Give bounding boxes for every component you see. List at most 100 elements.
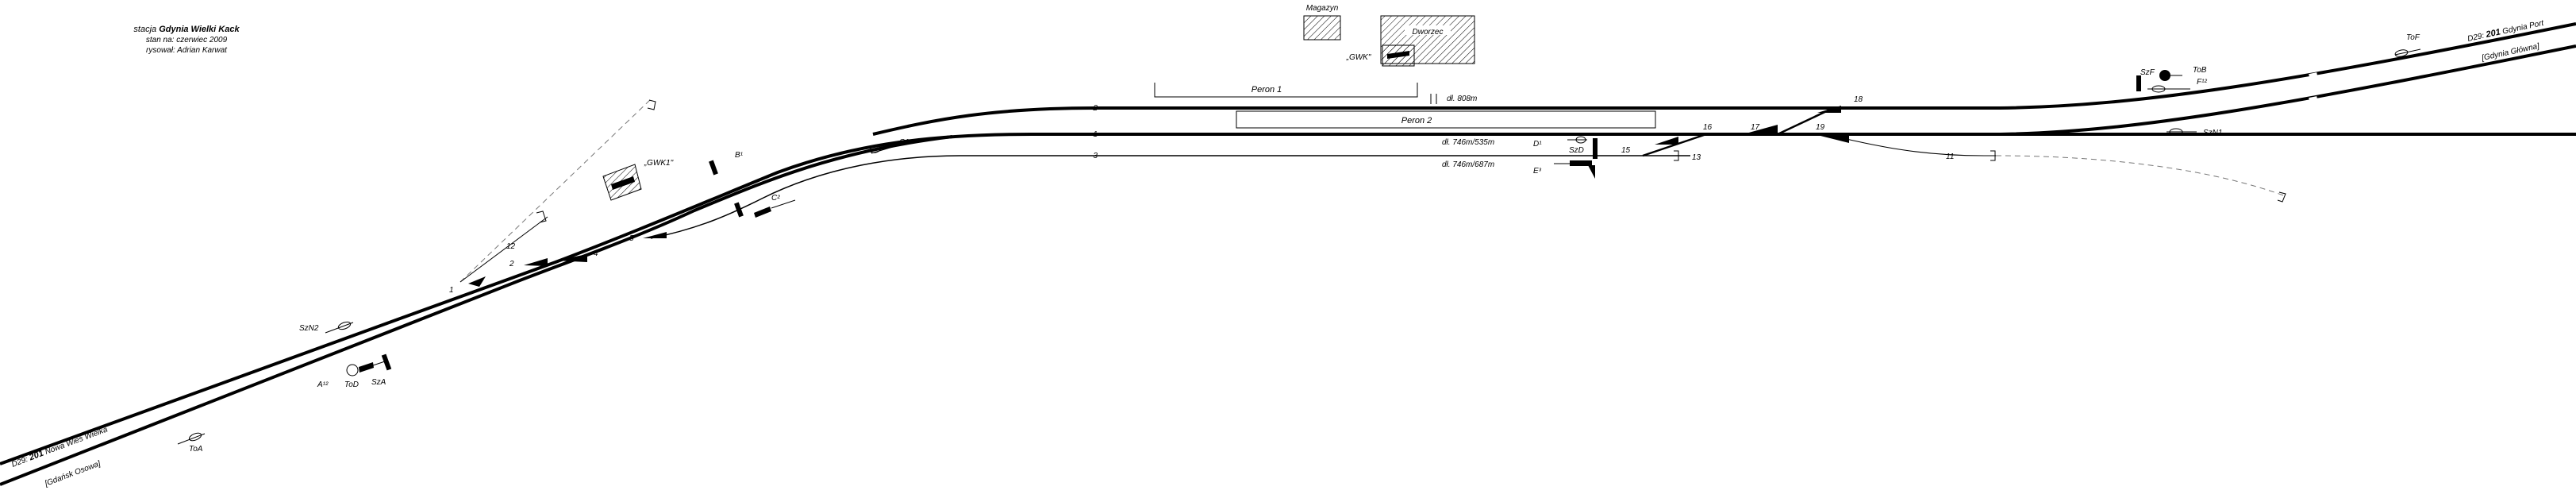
track-11-dashed: [1995, 155, 2286, 197]
signal-tof-label: ToF: [2406, 33, 2420, 42]
signal-c1-label: C1: [899, 138, 909, 147]
platform-1-label: Peron 1: [1251, 85, 1282, 95]
line-break-4: [2309, 96, 2318, 104]
signal-szn1-label: SzN1: [2203, 129, 2222, 137]
signal-szn2: SzN2: [299, 321, 354, 334]
switch-11: 11: [1946, 153, 1954, 161]
signal-f-label: F¹²: [2197, 78, 2207, 87]
track-11-dashed-buffer: [2277, 191, 2286, 203]
signal-szd-label: SzD: [1569, 146, 1584, 155]
signal-tof: ToF: [2394, 33, 2421, 57]
gwk1-signal-box: [611, 176, 635, 190]
signal-toa: ToA: [177, 432, 206, 454]
dworzec-label: Dworzec: [1413, 28, 1444, 37]
tracks: [0, 22, 2576, 486]
signal-tod-label: ToD: [344, 380, 359, 389]
signal-c1: C1: [869, 138, 909, 154]
track-1-length: dł. 746m/535m: [1442, 138, 1494, 147]
signal-szn2-pole: [325, 322, 354, 334]
signal-szn1: SzN1: [2167, 128, 2222, 137]
track-1-number: 1: [1093, 130, 1098, 139]
signal-c1-lamp: [869, 145, 882, 153]
gwk1-label: „GWK1": [644, 159, 674, 168]
line-break-1: [247, 373, 258, 383]
gwk-label: „GWK": [1346, 53, 1371, 62]
switch-2: 2: [509, 260, 514, 268]
track-12-buffer: [536, 210, 547, 223]
signal-szn2-label: SzN2: [299, 324, 319, 333]
crossover-15-16: [1642, 133, 1707, 157]
track-11-buffer: [1990, 150, 1996, 161]
signal-a-label: A¹²: [317, 380, 329, 389]
track-3-length: dł. 746m/687m: [1442, 160, 1494, 169]
signal-c2-label: C²: [771, 194, 780, 203]
track-east-second-line: [1817, 44, 2576, 136]
switch-16: 16: [1703, 123, 1713, 132]
signal-b-label: B¹: [735, 151, 744, 160]
track-1-line: [0, 133, 2576, 465]
magazyn-building: [1303, 15, 1341, 41]
switch-15-marker: [1588, 165, 1595, 179]
magazyn-label: Magazyn: [1306, 4, 1339, 13]
switch-5: 5: [629, 234, 634, 243]
switch-1-marker: [468, 276, 486, 287]
track-3-line: [650, 155, 1690, 239]
signal-toa-label: ToA: [189, 445, 203, 454]
signal-szf-label: SzF: [2140, 68, 2155, 77]
switch-2-marker: [524, 258, 548, 266]
signal-tof-pole: [2394, 48, 2421, 56]
header-line-2: stan na: czerwiec 2009: [146, 36, 228, 44]
signal-toa-lamp: [188, 432, 202, 442]
signal-d-lamp: [1575, 136, 1586, 144]
track-13-buffer: [1674, 150, 1679, 161]
track-2-length: dł. 808m: [1447, 95, 1477, 103]
signal-sza-label: SzA: [371, 378, 386, 387]
platform-2-label: Peron 2: [1401, 116, 1432, 126]
signals: B¹ C1 C² D¹ SzD E³: [177, 33, 2421, 454]
signal-a-pole: [372, 361, 386, 366]
track-3-number: 3: [1093, 152, 1098, 160]
track-2-number: 2: [1092, 104, 1098, 113]
dworzec-label-bg: [1405, 25, 1451, 35]
header-line-3: rysował: Adrian Karwat: [146, 46, 228, 55]
track-12-branch: [459, 216, 548, 283]
track-labels: 2 1 3 dł. 808m dł. 746m/535m dł. 746m/68…: [1092, 94, 1494, 169]
switch-5-marker: [643, 232, 667, 238]
buffer-stops: [536, 99, 2286, 223]
switch-13: 13: [1692, 153, 1701, 162]
track-12-dashed-buffer: [647, 99, 656, 110]
header-line-1: stacja Gdynia Wielki Kack: [133, 25, 240, 34]
switch-17: 17: [1751, 123, 1760, 132]
signal-d-label: D¹: [1533, 140, 1542, 149]
switch-15: 15: [1621, 146, 1631, 155]
signal-c2-mast: [734, 202, 744, 218]
track-west-second-line: [0, 135, 953, 486]
signal-toa-pole: [177, 433, 206, 445]
signal-e: E³: [1533, 138, 1598, 176]
switch-1: 1: [449, 286, 454, 295]
signal-a-group: A¹² ToD SzA: [317, 353, 392, 389]
switch-12: 12: [506, 242, 516, 251]
signal-e-head: [1570, 160, 1592, 166]
signal-b-mast: [709, 160, 718, 176]
diagram-header: stacja Gdynia Wielki Kack stan na: czerw…: [133, 25, 240, 55]
signal-f-group: SzF ToB F¹²: [2136, 66, 2207, 93]
track-2-line: [872, 22, 2576, 136]
gwk-signal-box: [1387, 51, 1409, 59]
signal-e-mast: [1593, 138, 1598, 159]
buildings: Magazyn Dworzec „GWK" „GWK1": [602, 4, 1475, 201]
switch-4-marker: [556, 254, 587, 262]
platform-2: [1236, 110, 1656, 129]
signal-e-label: E³: [1533, 167, 1542, 176]
signal-d: D¹ SzD: [1533, 136, 1587, 155]
signal-f-mast: [2136, 75, 2141, 91]
signal-c2-pole: [771, 199, 796, 209]
line-break-2: [268, 383, 279, 392]
line-break-3: [2309, 72, 2318, 80]
platform-1: [1154, 83, 1418, 98]
signal-tob-label: ToB: [2193, 66, 2207, 75]
switch-16-marker: [1655, 137, 1678, 145]
switch-19: 19: [1816, 123, 1825, 132]
switch-labels: 1 2 4 5 11 12 13 15 16 17 18 19: [449, 95, 1954, 295]
